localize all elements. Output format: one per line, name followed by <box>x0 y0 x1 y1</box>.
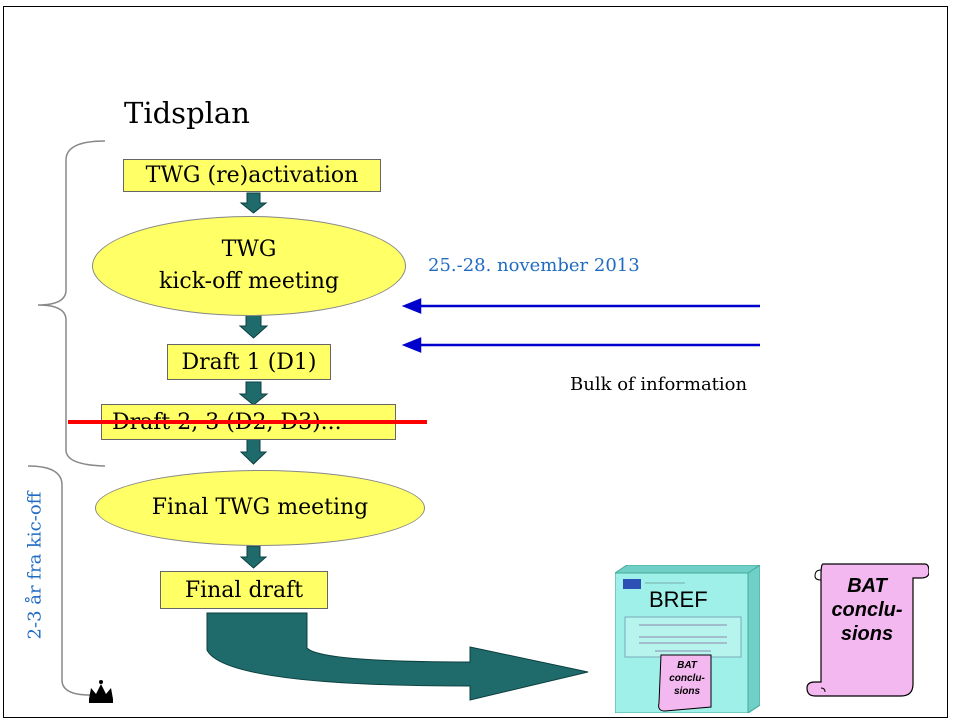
down-arrow-3 <box>238 381 269 406</box>
step-final-draft: Final draft <box>160 571 328 609</box>
bref-document-graphic <box>614 564 761 714</box>
step-final-draft-label: Final draft <box>184 577 304 603</box>
down-arrow-2 <box>238 313 269 339</box>
top-brace <box>37 140 106 467</box>
bref-title: BREF <box>649 587 708 612</box>
bottom-brace <box>27 465 91 696</box>
step-final-twg-label: Final TWG meeting <box>151 495 369 521</box>
bref-inner-line2: conclu- <box>669 673 705 684</box>
step-draft-1: Draft 1 (D1) <box>167 344 331 380</box>
pointer-head-1 <box>401 298 422 314</box>
bat-line2: conclu- <box>831 599 903 621</box>
bat-scroll-text: BAT conclu- sions <box>821 574 913 646</box>
bat-line3: sions <box>840 623 894 645</box>
big-curved-arrow <box>206 612 589 701</box>
step-final-twg-meeting: Final TWG meeting <box>95 470 425 546</box>
bat-conclusions-scroll: BAT conclu- sions <box>805 560 930 700</box>
bref-inner-line1: BAT <box>677 660 697 671</box>
pointer-head-2 <box>401 337 422 353</box>
down-arrow-5 <box>239 545 268 569</box>
bat-line1: BAT <box>847 575 887 597</box>
step-draft-1-label: Draft 1 (D1) <box>181 349 317 375</box>
date-note: 25.-28. november 2013 <box>428 255 640 276</box>
bref-document: BREF BAT conclu- sions <box>614 564 761 714</box>
step-kickoff-line2: kick-off meeting <box>159 269 339 294</box>
down-arrow-1 <box>239 192 268 214</box>
bref-inner-label: BAT conclu- sions <box>665 659 709 698</box>
step-twg-reactivation-label: TWG (re)activation <box>145 163 359 188</box>
bulk-note: Bulk of information <box>570 374 748 395</box>
slide-frame <box>3 6 948 718</box>
bref-inner-line3: sions <box>673 686 701 697</box>
step-kickoff-line1: TWG <box>221 237 277 263</box>
step-twg-reactivation: TWG (re)activation <box>123 159 381 192</box>
slide-title: Tidsplan <box>124 96 250 130</box>
down-arrow-4 <box>239 438 268 465</box>
step-kickoff-meeting: TWG kick-off meeting <box>92 216 406 316</box>
